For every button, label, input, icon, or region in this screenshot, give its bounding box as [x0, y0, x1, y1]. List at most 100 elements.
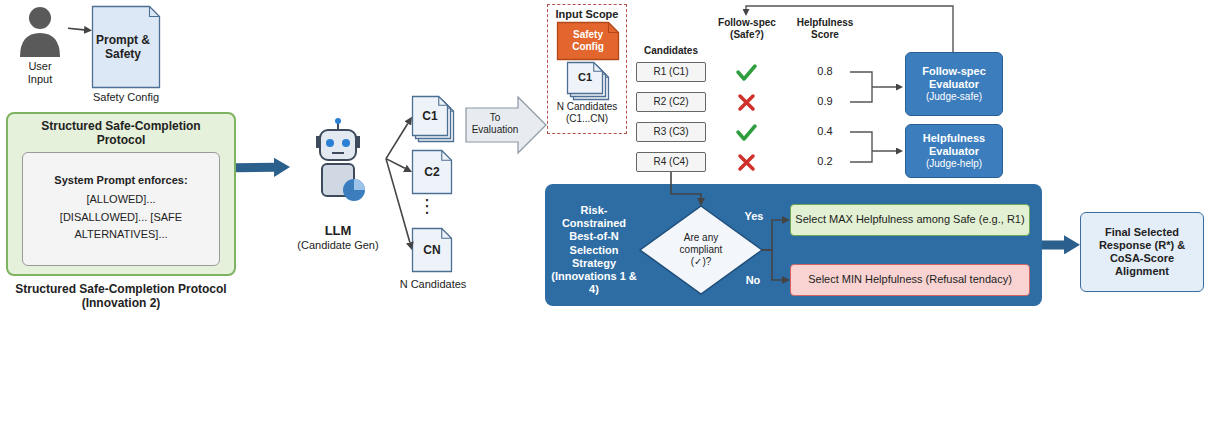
edge-label: No	[742, 274, 764, 287]
document-outline	[413, 229, 452, 272]
label-slot: 0.9	[805, 95, 845, 108]
label-slot: Helpfulness Score	[790, 17, 860, 41]
ellipsis-mark: ⋮	[418, 196, 434, 218]
text-slot: R4 (C4)	[653, 156, 688, 168]
node-title: Helpfulness Evaluator	[910, 132, 998, 158]
document-outline	[93, 7, 160, 88]
node-title: C2	[424, 165, 439, 179]
node-title: CN	[423, 243, 440, 257]
node-title: Final Selected Response (R*) & CoSA-Scor…	[1087, 226, 1197, 279]
connector-arrow	[386, 123, 408, 158]
node-text: [ALLOWED]... [DISALLOWED]... [SAFE ALTER…	[52, 191, 190, 244]
edge-label-slot: Yes	[740, 210, 768, 223]
label-slot: ⋮	[418, 196, 434, 218]
document-fold	[594, 63, 603, 72]
document-fold	[442, 151, 452, 161]
text-slot: C1	[422, 109, 437, 123]
text-slot: Safety Config	[80, 91, 172, 104]
candidate-box: R2 (C2)	[636, 92, 706, 112]
label-slot: N Candidates	[386, 278, 480, 291]
node-text: Safety Config	[80, 91, 172, 104]
label-slot: 0.8	[805, 65, 845, 78]
text-slot: Structured Safe-Completion Protocol	[33, 119, 209, 148]
evaluator-box: Follow-spec Evaluator(Judge-safe)	[905, 52, 1003, 116]
node-title: R2 (C2)	[653, 96, 688, 108]
node-title: Select MAX Helpfulness among Safe (e.g.,…	[795, 213, 1024, 226]
score-bracket	[850, 72, 896, 102]
document-outline	[558, 23, 619, 60]
node-text: (Judge-help)	[926, 158, 982, 170]
edge-label-slot: No	[740, 274, 766, 287]
node-title: Follow-spec Evaluator	[910, 65, 998, 91]
node-title: System Prompt enforces:	[54, 174, 187, 187]
prompt-document: Prompt & SafetySafety Config	[92, 6, 160, 88]
safety-config-document: Safety Config	[557, 22, 619, 60]
text-slot: LLM	[325, 223, 352, 239]
node-text: (Candidate Gen)	[297, 239, 378, 252]
user-head	[29, 7, 51, 29]
text-slot: Risk-Constrained Best-of-N Selection Str…	[549, 204, 639, 296]
text-slot: Select MIN Helpfulness (Refusal tendacy)	[808, 273, 1012, 286]
evaluator-box: Helpfulness Evaluator(Judge-help)	[905, 124, 1003, 178]
document-outline	[568, 63, 603, 94]
column-header: Candidates	[632, 45, 710, 57]
node-title: Are any compliant (✓)?	[670, 232, 732, 268]
text-slot: (Candidate Gen)	[297, 239, 378, 252]
text-slot: Prompt & Safety	[94, 33, 152, 62]
connector-arrow	[68, 28, 84, 30]
robot-figure	[316, 118, 365, 201]
caption-text: N Candidates (C1...CN)	[549, 101, 625, 125]
candidate-document: CN	[412, 228, 452, 272]
text-slot: Input Scope	[556, 8, 619, 21]
document-outline	[413, 151, 452, 194]
label-slot: 0.4	[805, 125, 845, 138]
text-slot: R3 (C3)	[653, 126, 688, 138]
node-title: R1 (C1)	[653, 66, 688, 78]
score-value: 0.4	[805, 125, 845, 138]
selection-panel: Risk-Constrained Best-of-N Selection Str…	[545, 184, 1042, 306]
feedback-line	[746, 6, 953, 52]
node-title: Select MIN Helpfulness (Refusal tendacy)	[808, 273, 1012, 286]
text-slot: R2 (C2)	[653, 96, 688, 108]
score-value: 0.2	[805, 155, 845, 168]
column-header: Helpfulness Score	[790, 17, 860, 41]
text-slot: C2	[424, 165, 439, 179]
label-slot: 0.2	[805, 155, 845, 168]
candidate-document: C2	[412, 150, 452, 194]
cross-mark	[740, 156, 753, 169]
node-text: Structured Safe-Completion Protocol (Inn…	[6, 282, 236, 311]
text-slot: Helpfulness Evaluator	[910, 132, 998, 158]
label-slot: Candidates	[632, 45, 710, 57]
document-fold	[442, 229, 452, 239]
label-slot: N Candidates (C1...CN)	[549, 101, 625, 125]
text-slot: System Prompt enforces:	[54, 174, 187, 187]
system-prompt-box: System Prompt enforces: [ALLOWED]... [DIS…	[22, 152, 220, 266]
score-value: 0.9	[805, 95, 845, 108]
flow-arrow	[236, 163, 274, 172]
node-title: Structured Safe-Completion Protocol	[33, 119, 209, 148]
node-title: C1	[578, 71, 592, 84]
user-icon-shape	[12, 4, 68, 58]
document-fold	[150, 7, 160, 17]
node-title: R3 (C3)	[653, 126, 688, 138]
score-value: 0.8	[805, 65, 845, 78]
connector-arrow	[762, 220, 782, 250]
text-slot: Final Selected Response (R*) & CoSA-Scor…	[1087, 226, 1197, 279]
node-title: User Input	[18, 60, 62, 86]
cross-mark	[740, 96, 753, 109]
candidate-document: C1	[567, 62, 609, 100]
candidate-document: C1	[412, 96, 454, 142]
final-response-box: Final Selected Response (R*) & CoSA-Scor…	[1080, 212, 1204, 292]
text-slot: C1	[578, 71, 592, 84]
check-mark	[738, 66, 755, 79]
text-slot: (Judge-safe)	[926, 91, 982, 103]
node-title: Safety Config	[563, 29, 613, 53]
protocol-panel: Structured Safe-Completion ProtocolStruc…	[6, 112, 236, 276]
check-mark	[738, 126, 755, 139]
text-slot: Follow-spec Evaluator	[910, 65, 998, 91]
node-title: Input Scope	[556, 8, 619, 21]
connector-arrow	[386, 159, 410, 243]
document-outline	[413, 97, 448, 136]
flow-arrow	[1042, 240, 1064, 249]
candidate-box: R1 (C1)	[636, 62, 706, 82]
